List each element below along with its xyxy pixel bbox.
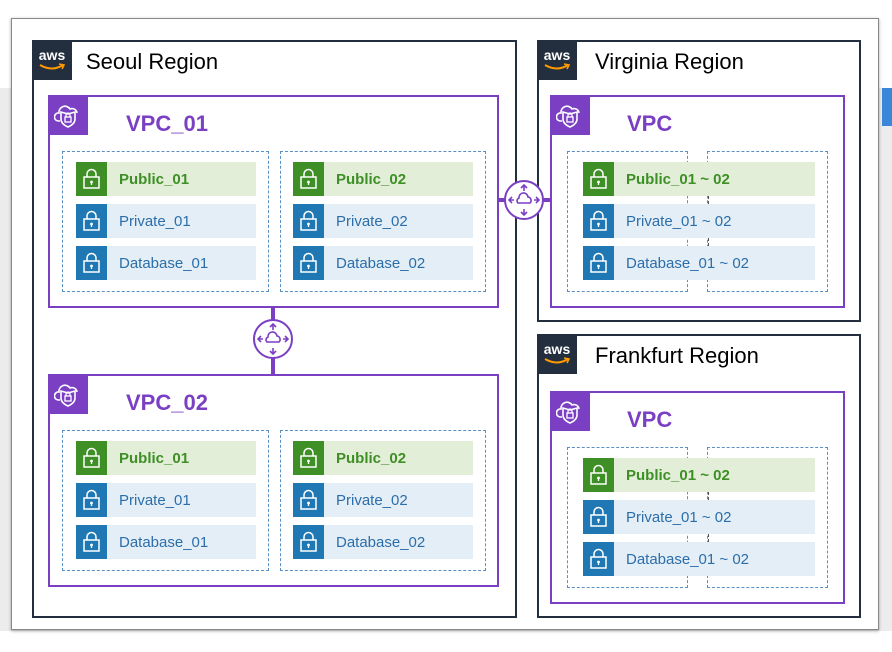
- edge-accent: [882, 88, 892, 126]
- region-title: Seoul Region: [86, 49, 219, 74]
- lock-icon: [76, 483, 107, 517]
- subnet-label: Database_01: [119, 255, 209, 272]
- lock-icon: [76, 246, 107, 280]
- availability-zone-c: [280, 151, 486, 292]
- az-divider: [708, 534, 709, 542]
- subnet-label: Private_01: [119, 213, 191, 230]
- subnet-private-01[interactable]: Private_01: [76, 483, 256, 517]
- subnet-label: Public_01: [119, 450, 190, 467]
- lock-icon: [583, 162, 614, 196]
- subnet-label: Database_02: [336, 534, 426, 551]
- lock-icon: [76, 162, 107, 196]
- lock-icon: [293, 162, 324, 196]
- subnet-label: Database_02: [336, 255, 426, 272]
- availability-zone-c: [280, 430, 486, 571]
- subnet-database-02[interactable]: Database_02: [293, 246, 473, 280]
- subnet-public-02[interactable]: Public_02: [293, 162, 473, 196]
- subnet-database-01[interactable]: Database_01: [76, 525, 256, 559]
- lock-icon: [583, 500, 614, 534]
- subnet-database-02[interactable]: Database_02: [293, 525, 473, 559]
- subnet-label: Public_01: [119, 171, 190, 188]
- subnet-label: Database_01 ~ 02: [626, 255, 750, 272]
- region-title: Frankfurt Region: [595, 343, 759, 368]
- lock-icon: [583, 246, 614, 280]
- subnet-database[interactable]: Database_01 ~ 02: [583, 542, 815, 576]
- subnet-label: Database_01: [119, 534, 209, 551]
- vpc-cloud-shield-icon: [550, 95, 590, 135]
- subnet-label: Private_01 ~ 02: [626, 213, 732, 230]
- lock-icon: [293, 483, 324, 517]
- subnet-public-01[interactable]: Public_01: [76, 441, 256, 475]
- subnet-private-02[interactable]: Private_02: [293, 483, 473, 517]
- lock-icon: [293, 204, 324, 238]
- vpc-title: VPC: [627, 407, 673, 432]
- lock-icon: [293, 441, 324, 475]
- lock-icon: [76, 204, 107, 238]
- subnet-private-01[interactable]: Private_01: [76, 204, 256, 238]
- subnet-label: Public_02: [336, 171, 407, 188]
- availability-zone-a: [62, 151, 269, 292]
- vpc-title: VPC_01: [126, 111, 208, 136]
- subnet-public-02[interactable]: Public_02: [293, 441, 473, 475]
- lock-icon: [583, 542, 614, 576]
- az-divider: [708, 492, 709, 500]
- subnet-label: Private_01 ~ 02: [626, 509, 732, 526]
- subnet-label: Public_01 ~ 02: [626, 171, 730, 188]
- subnet-label: Private_02: [336, 492, 408, 509]
- lock-icon: [76, 441, 107, 475]
- region-title: Virginia Region: [595, 49, 744, 74]
- vpc-cloud-shield-icon: [48, 95, 88, 135]
- subnet-label: Private_02: [336, 213, 408, 230]
- az-divider: [708, 238, 709, 246]
- vpc-title: VPC_02: [126, 390, 208, 415]
- aws-logo-icon: aws: [537, 334, 577, 374]
- lock-icon: [76, 525, 107, 559]
- transit-gateway-icon[interactable]: [503, 179, 545, 221]
- subnet-label: Private_01: [119, 492, 191, 509]
- vpc-title: VPC: [627, 111, 673, 136]
- lock-icon: [583, 458, 614, 492]
- subnet-public[interactable]: Public_01 ~ 02: [583, 162, 815, 196]
- subnet-private[interactable]: Private_01 ~ 02: [583, 500, 815, 534]
- vpc-cloud-shield-icon: [48, 374, 88, 414]
- subnet-public[interactable]: Public_01 ~ 02: [583, 458, 815, 492]
- subnet-database-01[interactable]: Database_01: [76, 246, 256, 280]
- subnet-label: Database_01 ~ 02: [626, 551, 750, 568]
- az-divider: [708, 196, 709, 204]
- availability-zone-a: [62, 430, 269, 571]
- subnet-private[interactable]: Private_01 ~ 02: [583, 204, 815, 238]
- aws-logo-icon: aws: [537, 40, 577, 80]
- lock-icon: [583, 204, 614, 238]
- subnet-label: Public_01 ~ 02: [626, 467, 730, 484]
- subnet-database[interactable]: Database_01 ~ 02: [583, 246, 815, 280]
- vpc-cloud-shield-icon: [550, 391, 590, 431]
- lock-icon: [293, 525, 324, 559]
- aws-logo-icon: aws: [32, 40, 72, 80]
- subnet-public-01[interactable]: Public_01: [76, 162, 256, 196]
- transit-gateway-icon[interactable]: [252, 318, 294, 360]
- lock-icon: [293, 246, 324, 280]
- subnet-private-02[interactable]: Private_02: [293, 204, 473, 238]
- subnet-label: Public_02: [336, 450, 407, 467]
